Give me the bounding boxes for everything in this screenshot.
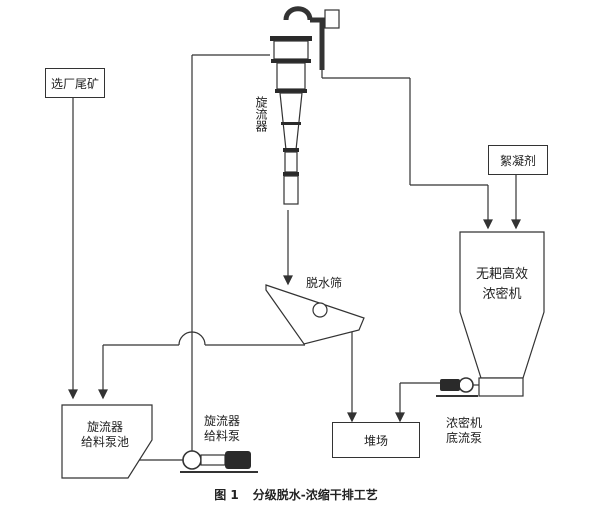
line-return-hop xyxy=(178,331,206,346)
cyclone-overflow-elbow xyxy=(283,6,313,21)
feed-pump-label: 旋流器 给料泵 xyxy=(194,414,250,444)
feed-tank-label-line-1: 旋流器 xyxy=(86,420,123,434)
arrow-screen-in xyxy=(283,275,293,286)
figure-caption: 图 1 分级脱水-浓缩干排工艺 xyxy=(0,486,592,503)
cyclone-flange-2 xyxy=(275,89,307,93)
arrow-thickener-in-1 xyxy=(483,219,493,230)
feed-tank-label-line-2: 给料泵池 xyxy=(80,435,129,449)
hydrocyclone-label: 旋流器 xyxy=(254,96,268,132)
thickener-shape xyxy=(459,231,545,379)
cyclone-valve xyxy=(324,9,340,29)
stockyard-box: 堆场 xyxy=(332,422,420,458)
feed-pump-shaft xyxy=(200,454,226,466)
cyclone-underflow-pipe xyxy=(283,175,299,205)
underflow-pump-casing xyxy=(458,377,474,393)
cyclone-cylinder xyxy=(276,62,306,90)
thickener-discharge xyxy=(478,377,524,397)
arrow-thickener-in-2 xyxy=(511,219,521,230)
flocculant-label: 絮凝剂 xyxy=(499,153,536,168)
figure-number: 图 1 xyxy=(214,488,239,502)
arrow-tank-in xyxy=(68,389,78,400)
cyclone-spigot xyxy=(284,151,298,173)
cyclone-head xyxy=(273,40,309,60)
feed-pump-casing xyxy=(182,450,202,470)
cyclone-flange-1 xyxy=(271,59,311,63)
thickener-label: 无耙高效 浓密机 xyxy=(470,265,534,305)
cyclone-flange-5 xyxy=(283,172,299,176)
feed-tank-label: 旋流器 给料泵池 xyxy=(72,420,138,450)
underflow-pump-motor xyxy=(440,379,460,391)
tailings-source-label: 选厂尾矿 xyxy=(50,76,99,91)
thickener-label-line-2: 浓密机 xyxy=(482,287,522,302)
figure-title: 分级脱水-浓缩干排工艺 xyxy=(252,488,378,502)
feed-pump-label-line-1: 旋流器 xyxy=(203,414,240,428)
cyclone-overflow-pipe xyxy=(310,17,325,70)
underflow-pump-label-line-2: 底流泵 xyxy=(445,431,482,445)
underflow-pump-label-line-1: 浓密机 xyxy=(445,416,482,430)
screen-vibrator xyxy=(312,302,328,318)
cyclone-flange-top xyxy=(270,36,312,41)
stockyard-label: 堆场 xyxy=(363,433,388,448)
cyclone-cone xyxy=(279,92,303,151)
tailings-source-box: 选厂尾矿 xyxy=(45,68,105,98)
flocculant-box: 絮凝剂 xyxy=(488,145,548,175)
feed-pump-label-line-2: 给料泵 xyxy=(203,429,240,443)
dewatering-screen-label: 脱水筛 xyxy=(306,276,343,290)
cyclone-flange-4 xyxy=(283,148,299,152)
arrow-tank-in-2 xyxy=(98,389,108,400)
underflow-pump-label: 浓密机 底流泵 xyxy=(436,416,492,446)
thickener-label-line-1: 无耙高效 xyxy=(475,267,528,282)
cyclone-flange-3 xyxy=(281,122,301,125)
arrow-yard-in-2 xyxy=(395,412,405,423)
feed-tank-shape xyxy=(61,404,153,479)
feed-pump-motor xyxy=(225,451,251,469)
arrow-yard-in-1 xyxy=(347,412,357,423)
